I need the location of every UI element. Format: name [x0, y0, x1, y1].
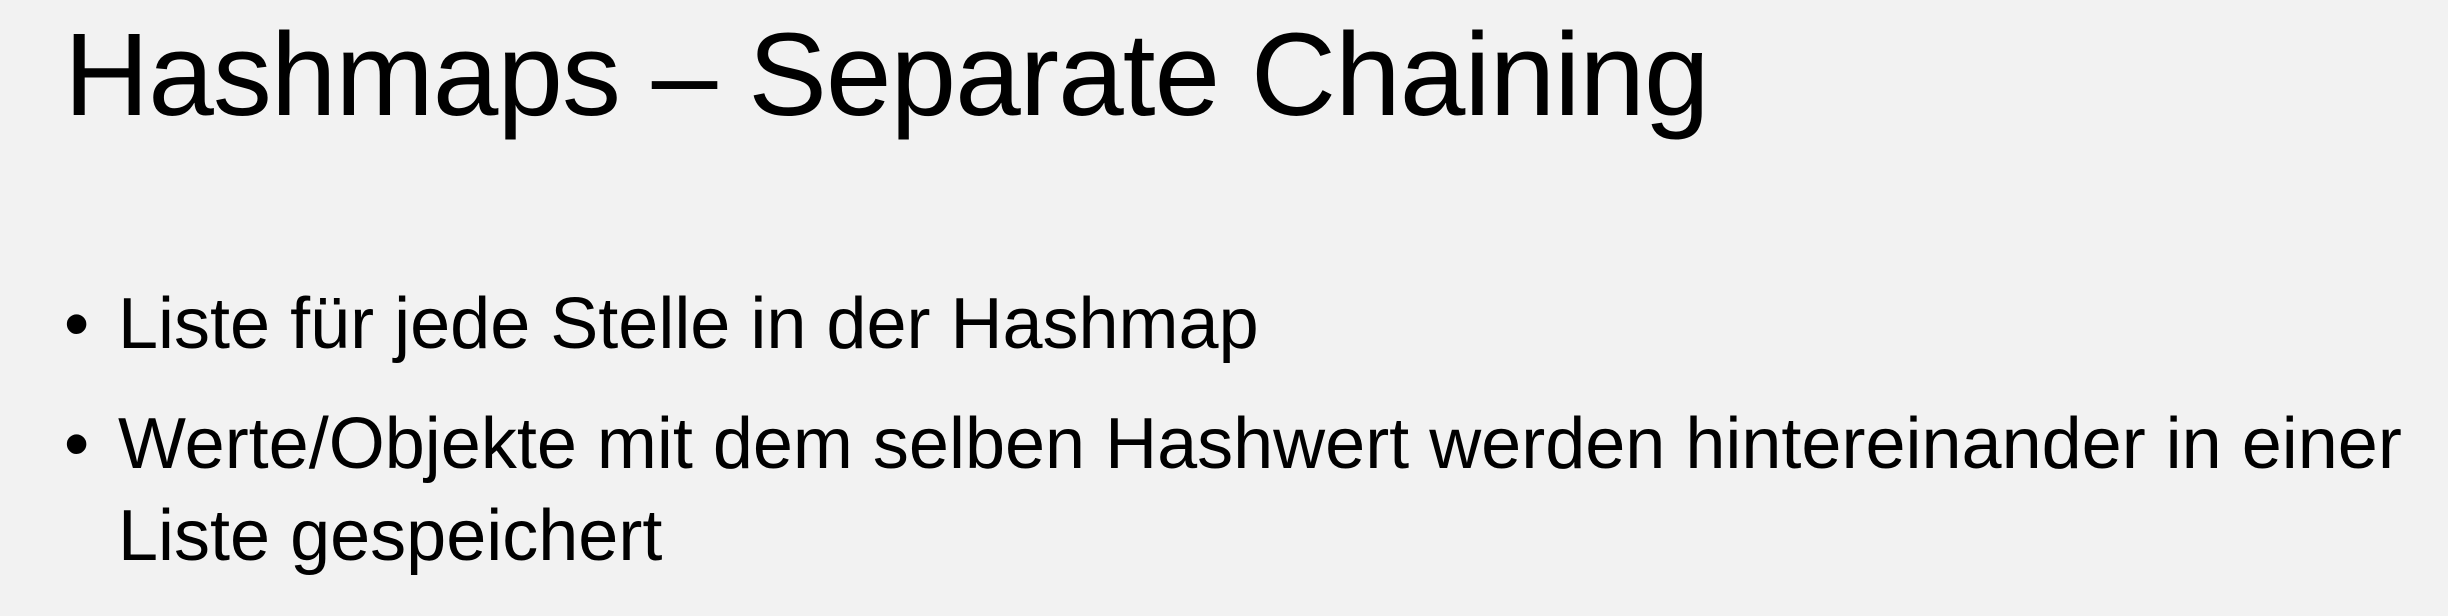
slide-title: Hashmaps – Separate Chaining	[64, 9, 1710, 141]
bullet-text: Werte/Objekte mit dem selben Hashwert we…	[118, 404, 2402, 576]
bullet-item: • Liste für jede Stelle in der Hashmap	[64, 278, 2424, 370]
bullet-text: Liste für jede Stelle in der Hashmap	[118, 284, 1259, 364]
bullet-icon: •	[64, 284, 90, 364]
bullet-list: • Liste für jede Stelle in der Hashmap •…	[64, 278, 2424, 610]
bullet-icon: •	[64, 404, 90, 484]
bullet-item: • Werte/Objekte mit dem selben Hashwert …	[64, 398, 2424, 582]
